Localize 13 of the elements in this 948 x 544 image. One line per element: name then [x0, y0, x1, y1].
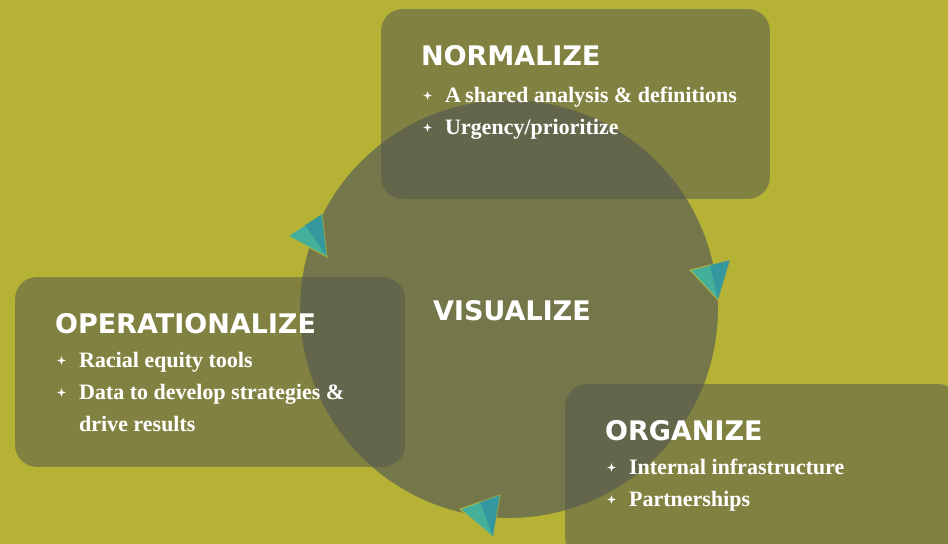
- bullet-text: Urgency/prioritize: [445, 113, 620, 141]
- stage-title: VISUALIZE: [433, 296, 591, 327]
- bullet-text: A shared analysis & definitions: [445, 81, 738, 109]
- bullet-text: Partnerships: [629, 485, 751, 513]
- stage-title: OPERATIONALIZE: [55, 309, 316, 340]
- bullet-text: Internal infrastructure: [629, 453, 846, 481]
- stage-card: [15, 277, 405, 467]
- stage-card: [565, 384, 948, 544]
- bullet-text: Data to develop strategies & drive results: [79, 378, 346, 438]
- bullet-text: Racial equity tools: [79, 346, 254, 374]
- stage-card: [381, 9, 770, 199]
- stage-title: NORMALIZE: [421, 41, 600, 72]
- stage-title: ORGANIZE: [605, 416, 762, 447]
